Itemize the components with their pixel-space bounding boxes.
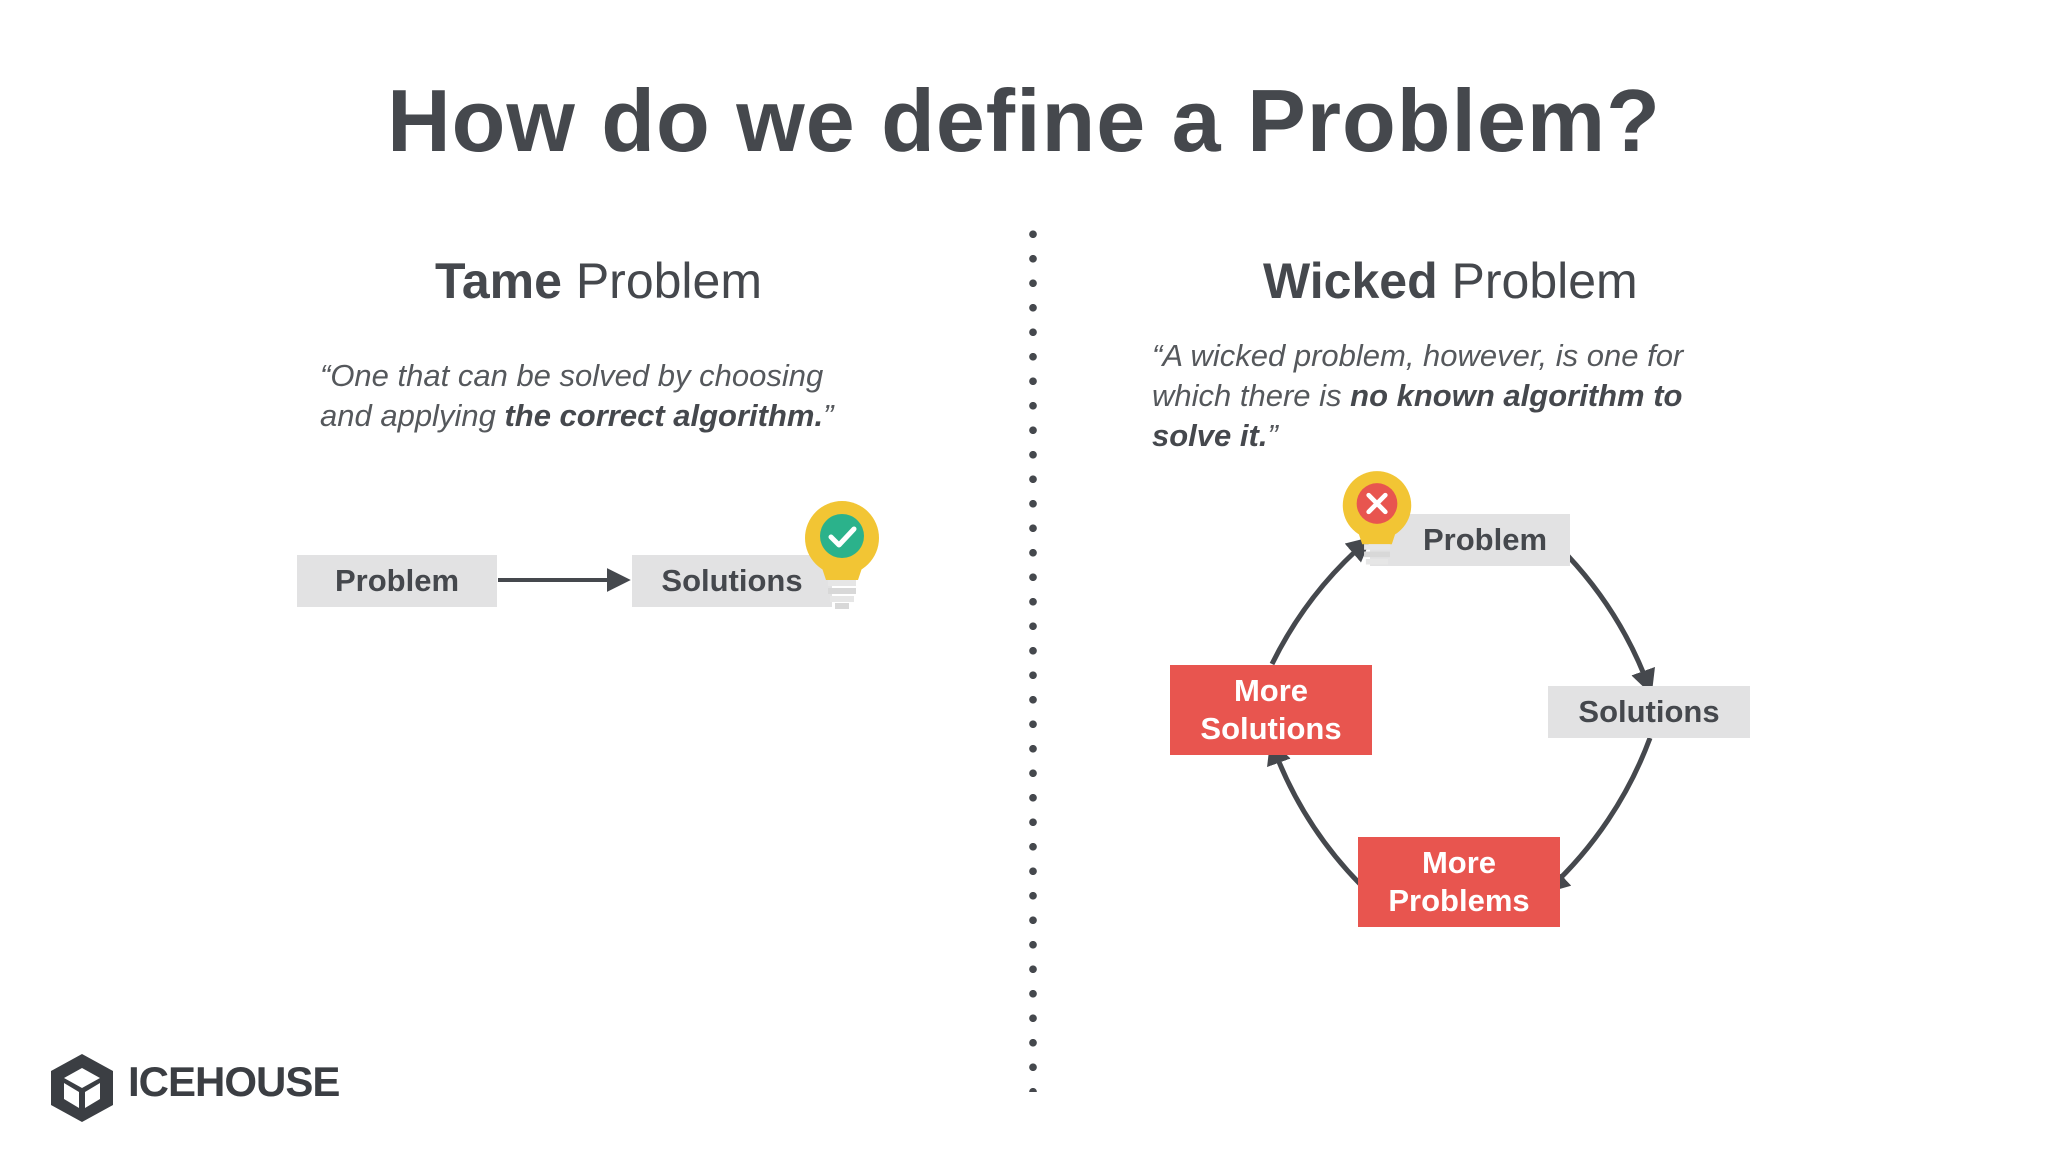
tame-problem-box: Problem [297,555,497,607]
tame-quote-bold: the correct algorithm. [504,398,824,433]
tame-heading-bold: Tame [435,253,562,309]
wicked-solutions-label: Solutions [1578,694,1720,729]
cycle-arrow-more-solutions-to-problem [1269,536,1372,666]
more-solutions-line1: More [1233,673,1309,708]
wicked-heading-light: Problem [1451,253,1638,309]
more-solutions-box: More Solutions [1170,665,1372,755]
tame-heading: Tame Problem [435,252,762,310]
tame-quote-text: “One that can be solved by choosing and … [320,358,824,433]
tame-solutions-box: Solutions [632,555,832,607]
cycle-arrow-problem-to-solutions [1566,554,1655,695]
cycle-arrow-solutions-to-more-problems [1544,737,1653,894]
wicked-solutions-box: Solutions [1548,686,1750,738]
tame-quote: “One that can be solved by choosing and … [320,356,880,436]
dotted-divider [1029,222,1037,1092]
wicked-heading-bold: Wicked [1263,253,1438,309]
tame-solutions-label: Solutions [661,563,803,598]
wicked-heading: Wicked Problem [1263,252,1638,310]
more-problems-line2: Problems [1388,883,1530,918]
wicked-quote-bold: no known algorithm to solve it. [1152,378,1683,453]
lightbulb-check-icon [805,501,879,609]
more-problems-line1: More [1421,845,1497,880]
tame-problem-label: Problem [334,563,460,598]
cycle-arrow-more-problems-to-more-solutions [1267,739,1362,886]
icehouse-logo-icon [51,1054,113,1122]
logo-wordmark: ICEHOUSE [128,1058,340,1105]
wicked-quote-text: “A wicked problem, however, is one for w… [1152,338,1684,413]
lightbulb-cross-icon [1342,471,1412,565]
wicked-problem-label: Problem [1422,522,1548,557]
more-solutions-line2: Solutions [1200,711,1342,746]
page-title: How do we define a Problem? [387,71,1661,170]
wicked-quote-end: ” [1267,418,1278,453]
tame-heading-light: Problem [575,253,762,309]
more-problems-box: More Problems [1358,837,1560,927]
tame-quote-end: ” [823,398,834,433]
wicked-quote: “A wicked problem, however, is one for w… [1152,336,1732,456]
